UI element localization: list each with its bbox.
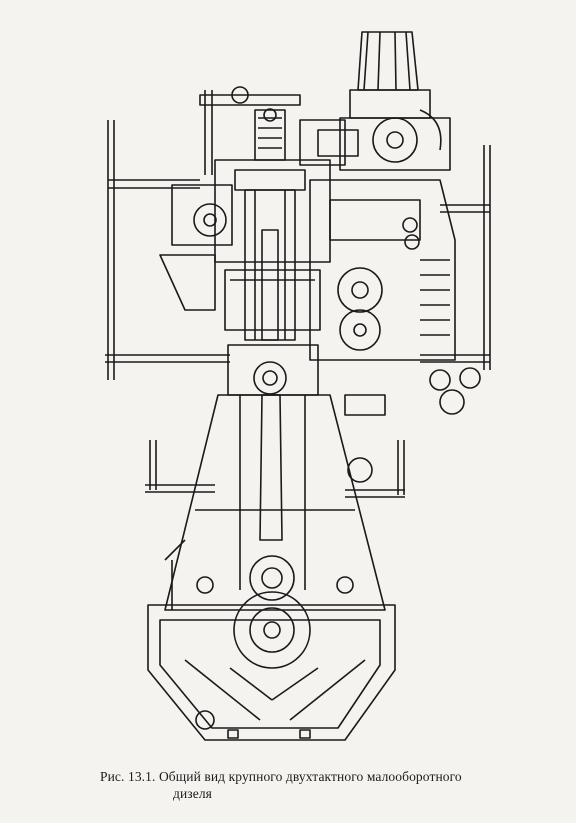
bedplate bbox=[147, 604, 396, 741]
valve-gear bbox=[199, 86, 301, 175]
engine-cross-section-drawing bbox=[105, 31, 491, 741]
turbocharger bbox=[299, 31, 451, 171]
fuel-pump bbox=[159, 184, 233, 311]
caption-line-1: Рис. 13.1. Общий вид крупного двухтактно… bbox=[100, 769, 462, 784]
caption-line-2: дизеля bbox=[173, 786, 212, 801]
cylinder-block bbox=[214, 159, 331, 341]
a-frame bbox=[164, 394, 386, 611]
scavenge-receiver bbox=[309, 179, 456, 361]
platforms bbox=[105, 120, 491, 498]
figure-caption: Рис. 13.1. Общий вид крупного двухтактно… bbox=[100, 768, 520, 802]
crankshaft bbox=[233, 555, 311, 669]
